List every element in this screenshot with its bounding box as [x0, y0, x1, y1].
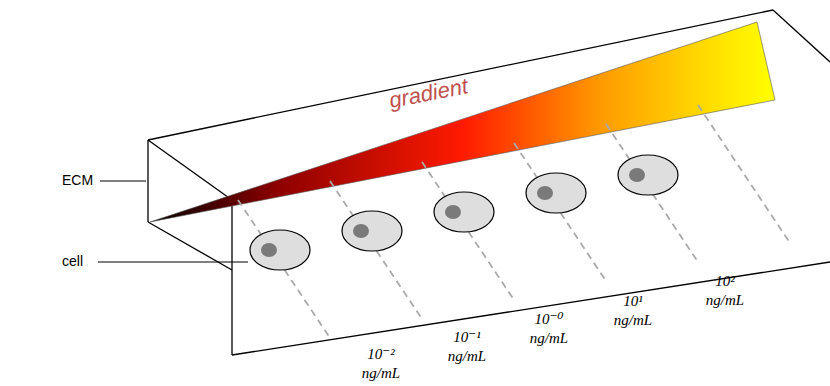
dashed-divider — [238, 105, 790, 338]
concentration-label: 10² ng/mL — [696, 272, 754, 310]
cell-nucleus — [261, 243, 277, 257]
cell-nucleus — [537, 186, 553, 200]
leader-line — [98, 181, 248, 262]
concentration-label: 10¹ ng/mL — [604, 292, 662, 330]
dashed-divider — [330, 181, 422, 319]
cell-shape — [618, 155, 678, 195]
cell-group — [250, 155, 678, 270]
concentration-label: 10⁻⁰ ng/mL — [520, 310, 578, 348]
cell-shape — [526, 173, 586, 213]
dashed-divider — [238, 200, 330, 338]
dashed-divider — [422, 162, 514, 300]
cell-body — [342, 211, 402, 251]
concentration-label: 10⁻¹ ng/mL — [438, 328, 496, 366]
concentration-label: 10⁻² ng/mL — [352, 345, 410, 383]
box-outline — [148, 10, 830, 355]
region-label: cell — [62, 253, 83, 269]
cell-nucleus — [445, 205, 461, 219]
gradient-label: gradient — [387, 73, 470, 114]
cell-nucleus — [629, 168, 645, 182]
cell-body — [250, 230, 310, 270]
dashed-divider — [698, 105, 790, 243]
cell-nucleus — [353, 224, 369, 238]
cell-body — [434, 192, 494, 232]
region-label: ECM — [62, 172, 93, 188]
dashed-divider — [606, 124, 698, 262]
cell-shape — [434, 192, 494, 232]
cell-shape — [250, 230, 310, 270]
cell-shape — [342, 211, 402, 251]
cell-body — [526, 173, 586, 213]
cell-body — [618, 155, 678, 195]
dashed-divider — [514, 143, 606, 281]
